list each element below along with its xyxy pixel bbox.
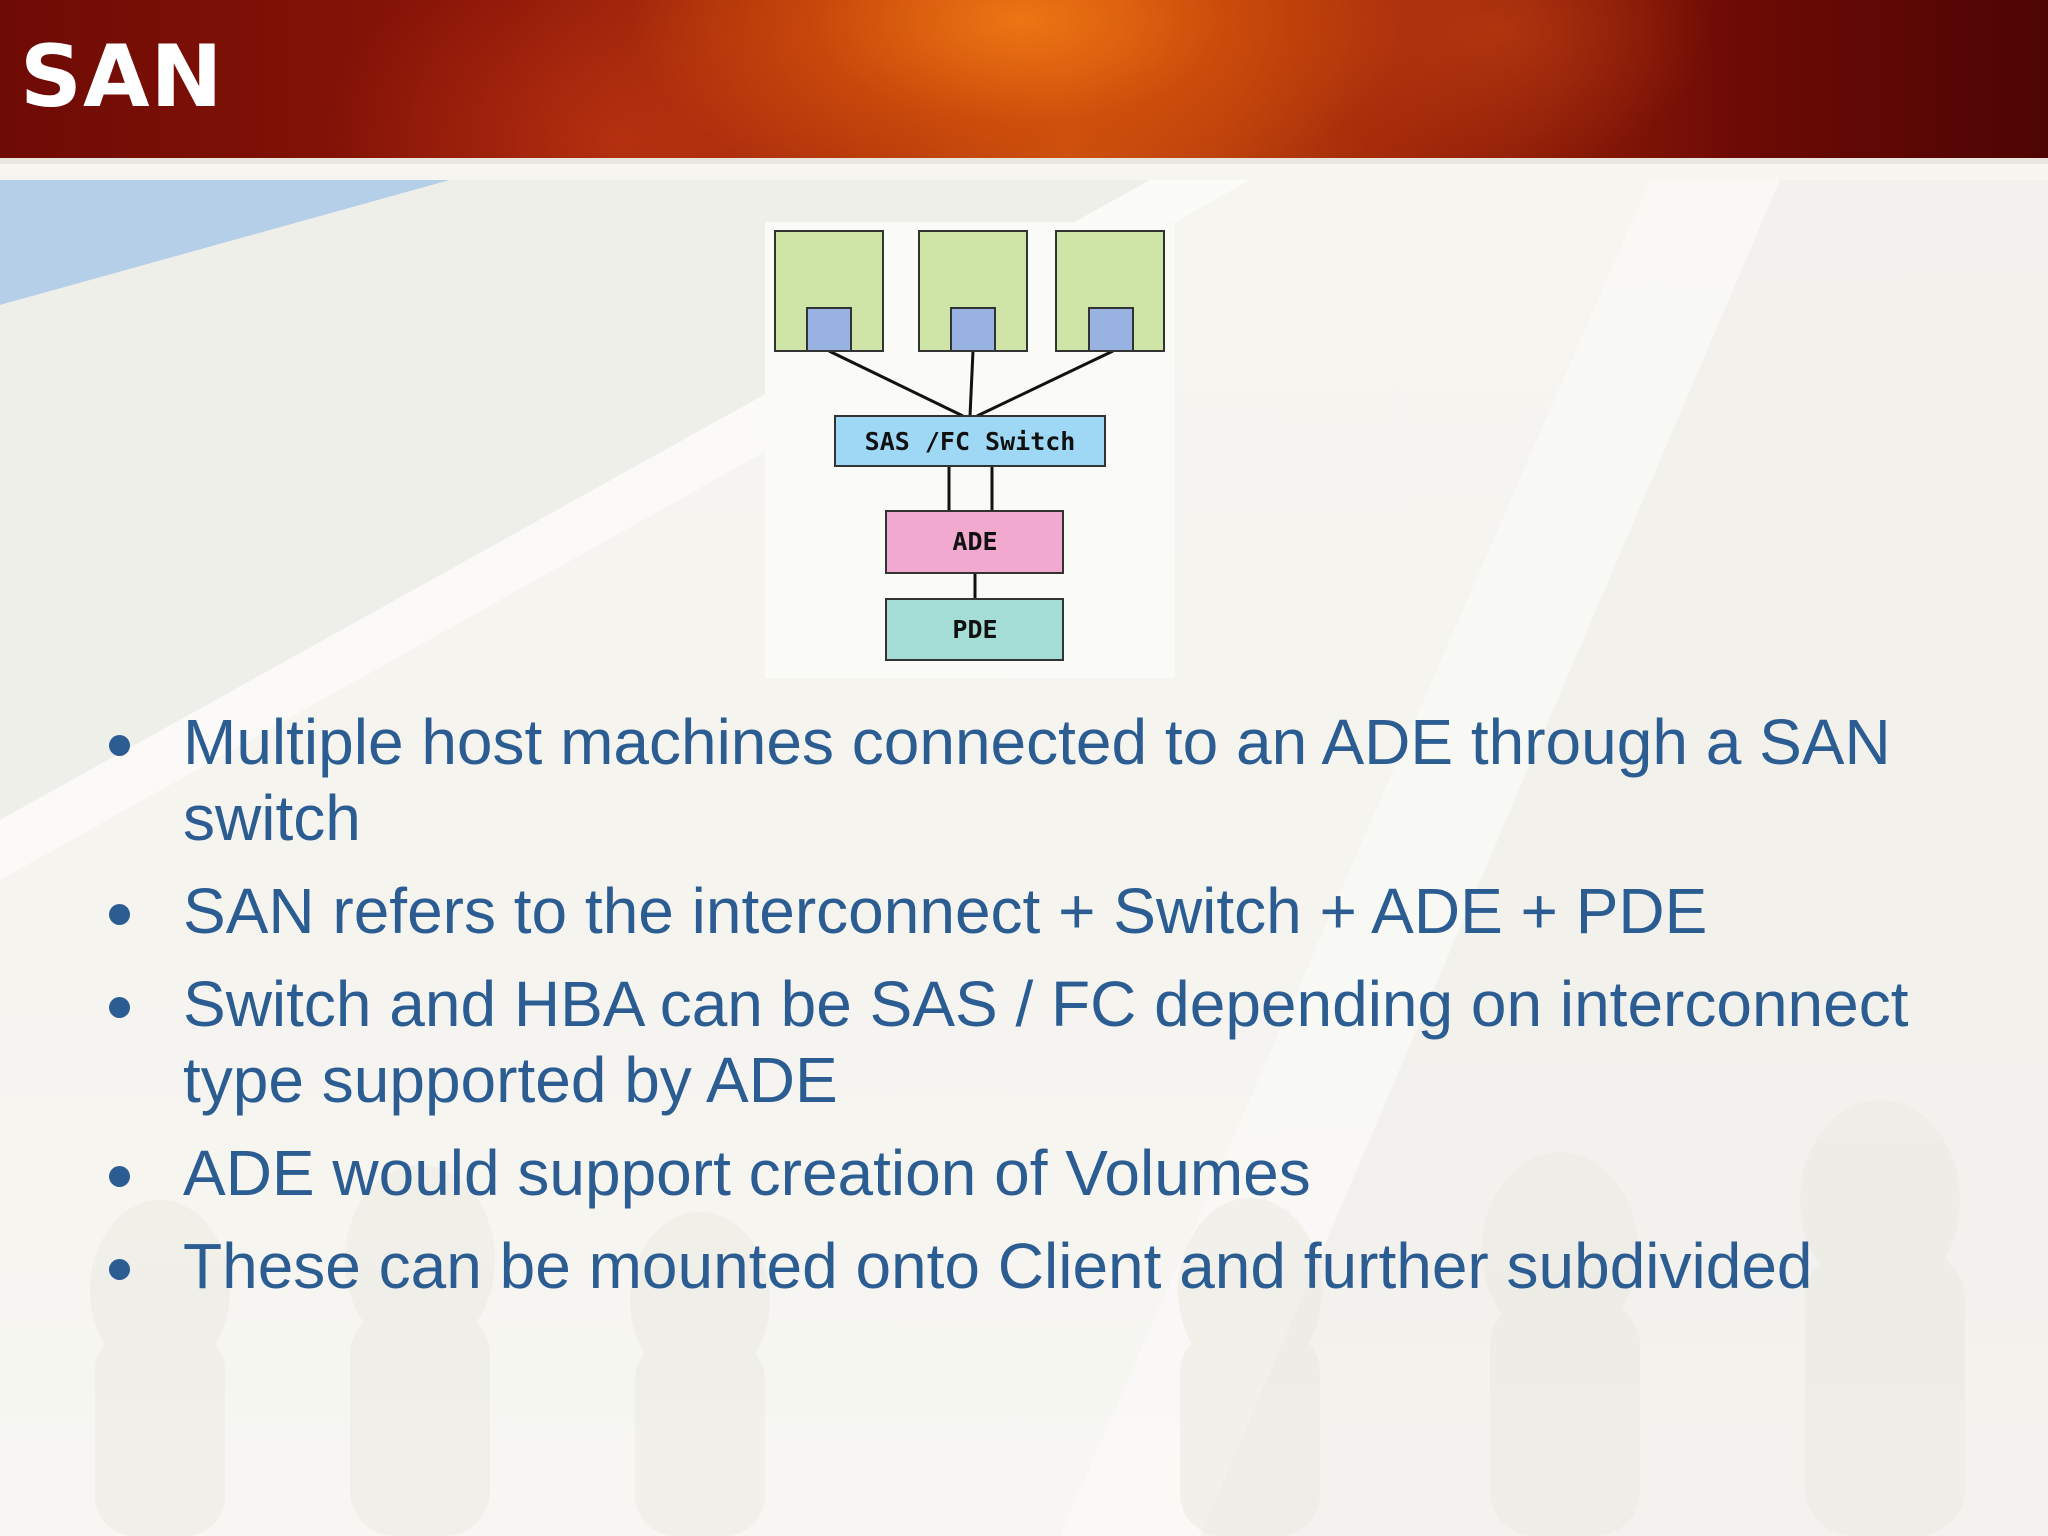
link-host1-switch xyxy=(828,349,964,418)
ade-box: ADE xyxy=(885,510,1064,574)
pde-label: PDE xyxy=(952,615,997,644)
title-divider xyxy=(0,158,2048,164)
bullet-item: These can be mounted onto Client and fur… xyxy=(105,1228,2005,1304)
bullet-dot-icon xyxy=(109,904,130,925)
bullet-text: These can be mounted onto Client and fur… xyxy=(183,1230,1813,1302)
san-switch: SAS /FC Switch xyxy=(834,415,1106,467)
san-diagram: SAS /FC Switch ADE PDE xyxy=(765,222,1175,678)
bullet-dot-icon xyxy=(109,1259,130,1280)
link-host2-switch xyxy=(968,350,975,417)
ade-label: ADE xyxy=(952,527,997,556)
bullet-item: ADE would support creation of Volumes xyxy=(105,1135,2005,1211)
bullet-dot-icon xyxy=(109,735,130,756)
hba-port-3 xyxy=(1088,307,1134,352)
bullet-dot-icon xyxy=(109,1166,130,1187)
host-machine-1 xyxy=(774,230,884,352)
host-machine-3 xyxy=(1055,230,1165,352)
slide-title: SAN xyxy=(20,27,224,127)
switch-label: SAS /FC Switch xyxy=(865,427,1076,456)
host-machine-2 xyxy=(918,230,1028,352)
pde-box: PDE xyxy=(885,598,1064,661)
bullet-dot-icon xyxy=(109,997,130,1018)
san-diagram-canvas: SAS /FC Switch ADE PDE xyxy=(774,230,1165,661)
bullet-text: ADE would support creation of Volumes xyxy=(183,1137,1311,1209)
hba-port-2 xyxy=(950,307,996,352)
bullet-text: Switch and HBA can be SAS / FC depending… xyxy=(183,968,1909,1116)
link-host3-switch xyxy=(976,349,1114,418)
bullet-item: SAN refers to the interconnect + Switch … xyxy=(105,873,2005,949)
title-bar: SAN xyxy=(0,0,2048,158)
bullet-item: Multiple host machines connected to an A… xyxy=(105,704,2005,856)
bullet-text: SAN refers to the interconnect + Switch … xyxy=(183,875,1708,947)
hba-port-1 xyxy=(806,307,852,352)
bullet-text: Multiple host machines connected to an A… xyxy=(183,706,1891,854)
bullet-list: Multiple host machines connected to an A… xyxy=(105,704,2005,1321)
bullet-item: Switch and HBA can be SAS / FC depending… xyxy=(105,966,2005,1118)
